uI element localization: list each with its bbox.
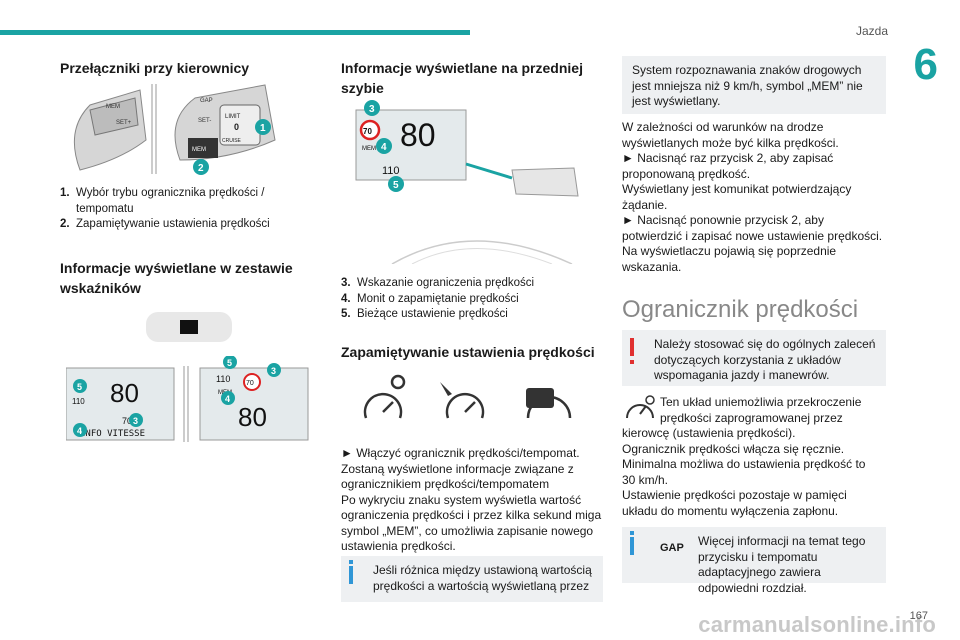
svg-text:MEM: MEM [362, 146, 376, 152]
speedometer-icon [626, 395, 655, 419]
svg-text:80: 80 [400, 117, 436, 153]
svg-text:80: 80 [110, 378, 139, 408]
memorize-paragraph: ► Włączyć ogranicznik prędkości/tempomat… [341, 446, 602, 553]
svg-text:4: 4 [77, 426, 82, 436]
heading-memorize: Zapamiętywanie ustawienia prędkości [341, 344, 595, 360]
cluster-display-illustration: 80 110 70 INFO VITESSE 5 3 4 110 MEM 70 … [66, 356, 309, 442]
svg-text:INFO VITESSE: INFO VITESSE [80, 429, 145, 439]
list-item: 4.Monit o zapamiętanie prędkości [341, 292, 519, 305]
chapter-number: 6 [913, 40, 938, 89]
svg-text:2: 2 [198, 163, 204, 174]
svg-text:3: 3 [133, 416, 138, 426]
info-note-box: Jeśli różnica między ustawioną wartością… [341, 556, 603, 602]
warning-icon [630, 338, 634, 364]
svg-text:LIMIT: LIMIT [225, 114, 241, 120]
svg-text:110: 110 [382, 165, 400, 177]
steering-switch-illustration: MEM SET+ LIMIT 0 CRUISE GAP SET- MEM 1 2 [60, 80, 322, 178]
list-item: 1.Wybór trybu ogranicznika prędkości / t… [60, 187, 265, 215]
heading-hud: Informacje wyświetlane na przedniej szyb… [341, 60, 583, 96]
svg-text:1: 1 [260, 123, 266, 134]
hud-illustration: 70 80 MEM 110 3 4 5 [355, 100, 579, 264]
svg-text:MEM: MEM [106, 104, 120, 110]
svg-text:4: 4 [381, 142, 387, 153]
gap-label: GAP [660, 542, 684, 554]
list-item: 3.Wskazanie ograniczenia prędkości [341, 277, 535, 289]
svg-text:3: 3 [271, 366, 276, 376]
section-title: Ogranicznik prędkości [622, 296, 859, 323]
svg-text:80: 80 [238, 402, 267, 432]
switch-legend: 1.Wybór trybu ogranicznika prędkości / t… [60, 186, 310, 233]
svg-text:5: 5 [227, 358, 232, 368]
cluster-icon [146, 312, 232, 342]
speed-icons-illustration [363, 374, 572, 419]
info-icon [630, 531, 634, 555]
gap-note-box: GAP Więcej informacji na temat tego przy… [622, 527, 886, 595]
road-conditions-paragraph: W zależności od warunków na drodze wyświ… [622, 120, 883, 274]
svg-text:5: 5 [393, 180, 399, 191]
top-accent-bar [0, 30, 470, 35]
svg-text:0: 0 [234, 122, 239, 132]
limiter-paragraph: Ten układ uniemożliwia przekroczenie prę… [622, 395, 866, 518]
warning-box: Należy stosować się do ogólnych zaleceń … [622, 330, 886, 386]
svg-text:70: 70 [122, 416, 132, 426]
list-item: 2.Zapamiętywanie ustawienia prędkości [60, 218, 270, 230]
page-number: 167 [909, 610, 928, 622]
info-icon [349, 560, 353, 584]
svg-text:70: 70 [246, 380, 254, 387]
svg-text:GAP: GAP [200, 98, 213, 104]
svg-text:SET-: SET- [198, 118, 211, 124]
svg-text:70: 70 [363, 127, 372, 136]
svg-text:110: 110 [216, 374, 230, 384]
top-note-box: System rozpoznawania znaków drogowych je… [622, 56, 886, 114]
svg-text:SET+: SET+ [116, 120, 132, 126]
svg-text:5: 5 [77, 382, 82, 392]
hud-legend: 3.Wskazanie ograniczenia prędkości 4.Mon… [341, 276, 601, 323]
list-item: 5.Bieżące ustawienie prędkości [341, 308, 508, 320]
watermark: carmanualsonline.info [698, 612, 936, 637]
heading-switches: Przełączniki przy kierownicy [60, 60, 250, 76]
section-header: Jazda [855, 24, 888, 38]
svg-text:4: 4 [225, 394, 230, 404]
heading-cluster: Informacje wyświetlane w zestawie wskaźn… [60, 260, 293, 296]
svg-text:CRUISE: CRUISE [222, 138, 242, 144]
svg-text:110: 110 [72, 397, 85, 406]
svg-text:3: 3 [369, 104, 375, 115]
svg-text:MEM: MEM [192, 147, 206, 153]
